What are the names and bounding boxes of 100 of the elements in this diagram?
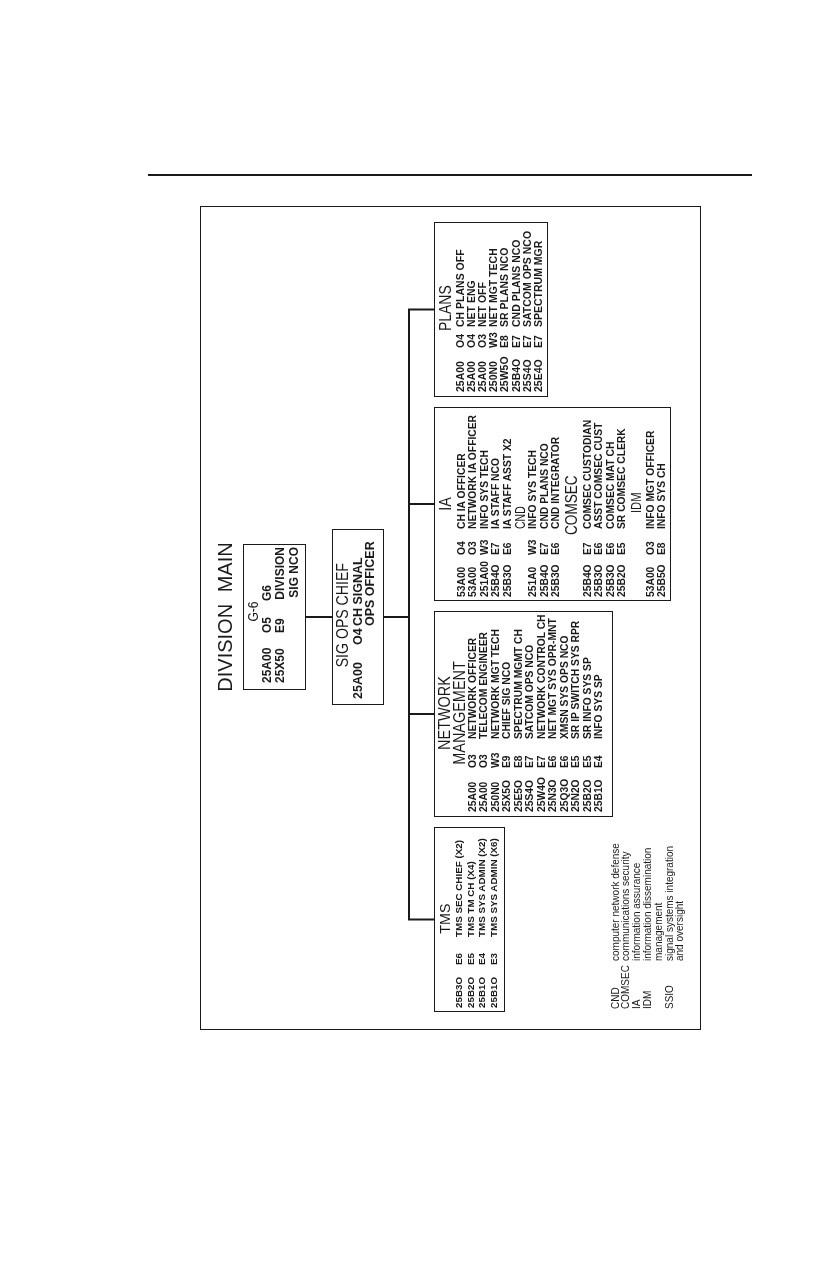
pay-grade: E7: [581, 542, 593, 555]
position-title: INFO SYS SP: [593, 674, 605, 739]
position-code: 25X5O: [501, 779, 513, 812]
position-title: SATCOM OPS NCO: [524, 644, 536, 739]
pay-grade: E7: [521, 335, 533, 348]
position-code: 25W5O: [499, 356, 511, 392]
position-code: 25B4O: [490, 564, 502, 597]
position-code: 25Q3O: [558, 778, 570, 812]
section-heading: COMSEC: [561, 475, 581, 535]
position-code: 250N0: [489, 781, 501, 812]
position-title: IA STAFF NCO: [490, 458, 502, 529]
position-code: 25A00: [260, 647, 274, 683]
org-chart-box: [434, 827, 505, 1012]
position-title: CH PLANS OFF: [454, 249, 466, 327]
position-code: 25B1O: [488, 976, 500, 1008]
pay-grade: E5: [581, 755, 593, 768]
position-title: XMSN SYS OPS NCO: [558, 635, 570, 739]
position-title: COMSEC CUSTODIAN: [581, 419, 593, 529]
pay-grade: O4: [351, 628, 364, 645]
abbreviation: CND: [610, 987, 621, 1009]
position-title: INFO SYS TECH: [527, 450, 539, 529]
abbreviation: COMSEC: [621, 965, 632, 1009]
abbreviation: IDM: [643, 990, 654, 1009]
abbreviation: SSIO: [664, 985, 676, 1009]
position-code: 25N2O: [570, 779, 582, 812]
pay-grade: O4: [465, 334, 477, 348]
position-code: 251A0: [527, 566, 539, 597]
diagram-title: DIVISION MAIN: [215, 542, 235, 692]
position-code: 25B2O: [581, 779, 593, 812]
pay-grade: E5: [464, 953, 477, 965]
abbreviation-definition: signal systems integration and oversight: [664, 844, 687, 961]
pay-grade: E6: [550, 542, 562, 555]
position-code: 25B2O: [464, 976, 477, 1008]
position-code: 25N3O: [547, 779, 559, 812]
pay-grade: E8: [512, 755, 524, 768]
position-title: INFO SYS TECH: [478, 450, 490, 529]
pay-grade: O3: [644, 541, 656, 555]
position-code: 25A00: [351, 662, 364, 699]
pay-grade: E7: [524, 755, 536, 768]
abbreviation-definition: information dissemination management: [643, 846, 665, 961]
position-code: 25W4O: [535, 777, 547, 812]
org-chart-box: [434, 611, 613, 817]
position-title: COMSEC MAT CH: [604, 441, 616, 529]
position-title: CND PLANS NCO: [538, 443, 550, 529]
position-code: 250N0: [488, 361, 500, 392]
position-code: 25B3O: [501, 564, 513, 597]
position-code: 25S4O: [521, 359, 533, 392]
pay-grade: E6: [558, 755, 570, 768]
position-title: NET OFF: [476, 282, 489, 327]
position-title: NETWORK MGT TECH: [489, 629, 501, 739]
pay-grade: E3: [488, 953, 500, 965]
position-code: 25E5O: [512, 779, 524, 812]
position-code: 25A00: [466, 781, 478, 812]
position-title: NETWORK OFFICER: [466, 637, 478, 739]
pay-grade: E9: [501, 755, 513, 768]
connector-line: [383, 308, 435, 618]
pay-grade: O5: [260, 617, 274, 633]
pay-grade: E8: [499, 335, 511, 348]
position-code: 25B4O: [510, 358, 522, 392]
position-code: 25B3O: [593, 564, 605, 597]
position-title: NET MGT SYS OPR-MNT: [547, 618, 559, 739]
pay-grade: E7: [538, 542, 550, 555]
org-chart-box: [434, 407, 671, 601]
position-title: CND PLANS NCO: [510, 239, 522, 327]
pay-grade: E4: [593, 755, 605, 768]
position-code: 25A00: [465, 361, 477, 392]
position-title: NET ENG: [465, 280, 477, 327]
org-chart-box: [332, 529, 384, 705]
org-chart-box: [434, 222, 548, 397]
position-title: IA STAFF ASST X2: [501, 438, 513, 529]
position-code: 25A00: [478, 781, 490, 812]
pay-grade: E7: [510, 335, 522, 348]
pay-grade: W3: [527, 539, 539, 555]
position-title: SR PLANS NCO: [499, 247, 511, 327]
pay-grade: O4: [455, 541, 467, 555]
position-code: 53A00: [467, 566, 479, 597]
pay-grade: W3: [478, 539, 490, 555]
position-title: INFO MGT OFFICER: [644, 430, 656, 529]
position-title: TMS SEC CHIEF (X2): [453, 840, 465, 937]
position-title: SPECTRUM MGMT CH: [512, 629, 524, 739]
position-title: ASST COMSEC CUST: [593, 422, 605, 529]
box-heading: PLANS: [435, 285, 455, 332]
abbreviation: IA: [632, 999, 643, 1009]
position-title: TMS TM CH (X4): [464, 861, 477, 937]
box-heading: IA: [435, 496, 456, 511]
pay-grade: E5: [616, 542, 628, 555]
pay-grade: O3: [466, 754, 478, 768]
position-code: 53A00: [455, 566, 467, 597]
position-title: NET MGT TECH: [488, 248, 500, 327]
position-title: TELECOM ENGINEER: [478, 632, 490, 739]
org-chart-box: [243, 544, 306, 690]
position-title: CND INTEGRATOR: [550, 436, 562, 529]
pay-grade: O3: [467, 541, 479, 555]
pay-grade: E7: [490, 542, 502, 555]
position-code: 25A00: [454, 361, 466, 392]
position-title: SPECTRUM MGR: [532, 240, 545, 327]
position-code: 25B4O: [581, 564, 593, 597]
connector-line: [305, 616, 333, 618]
pay-grade: E6: [501, 542, 513, 555]
position-code: 25B1O: [476, 976, 489, 1008]
